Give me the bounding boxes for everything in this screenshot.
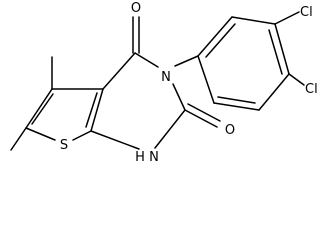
atom-s-thiophene: S xyxy=(60,138,68,153)
atom-cl-upper: Cl xyxy=(300,5,313,20)
atom-o-carbonyl-right: O xyxy=(225,123,235,138)
bond-c7-c6-double xyxy=(31,93,54,125)
bond-ar4-ar5 xyxy=(258,73,290,111)
molecule-structure: O N Cl Cl S N H O xyxy=(10,1,318,165)
atom-labels: O N Cl Cl S N H O xyxy=(60,1,318,165)
atom-n-imide: N xyxy=(161,70,171,85)
bond-ar5-ar6 xyxy=(213,102,260,111)
bond-c5-c8-double xyxy=(85,92,98,128)
bond-ar6-ar1 xyxy=(197,55,215,104)
bond-c5-c4 xyxy=(102,52,136,90)
bond-c7-c6 xyxy=(25,88,53,129)
bond-s-c8 xyxy=(72,130,92,141)
bond-ar1-ar2-double xyxy=(205,23,236,58)
bond-c2-nh xyxy=(154,109,186,149)
atom-n-amide: N xyxy=(149,150,159,165)
bond-c7-s xyxy=(25,127,56,141)
bond-c7-methyl xyxy=(10,127,27,151)
bond-nh-c8 xyxy=(90,130,140,150)
bond-n-c2 xyxy=(172,83,186,111)
atom-cl-lower: Cl xyxy=(305,82,318,97)
bond-c5-c8 xyxy=(90,88,104,132)
bond-ar5-ar6-double xyxy=(217,96,256,104)
bond-c2-o-double xyxy=(187,103,221,122)
atom-o-carbonyl-top: O xyxy=(131,1,141,16)
bonds xyxy=(10,11,305,151)
bond-ar3-ar4-double xyxy=(268,29,283,75)
bond-c2-o xyxy=(184,109,218,128)
bond-ar3-cl xyxy=(274,11,300,25)
bond-ar1-ar2 xyxy=(197,16,233,57)
bond-n-ar1 xyxy=(174,55,199,67)
bond-ar2-ar3 xyxy=(231,16,276,25)
bond-ar4-cl xyxy=(288,73,305,86)
atom-h-amide: H xyxy=(135,150,145,165)
bond-ar3-ar4 xyxy=(274,23,290,75)
bond-c4-n xyxy=(134,52,159,68)
